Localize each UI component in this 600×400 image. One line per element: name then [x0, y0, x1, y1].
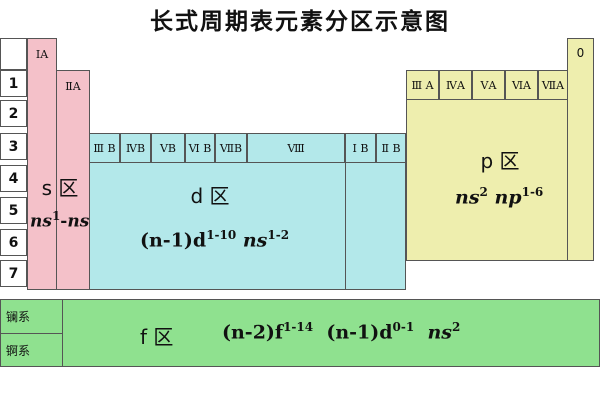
group-IIIA-label: Ⅲ A: [406, 70, 439, 100]
period-2: 2: [0, 100, 27, 127]
p-block-label: p 区: [480, 149, 520, 173]
group-IIIB-label: Ⅲ B: [89, 133, 120, 163]
diagram-title: 长式周期表元素分区示意图: [150, 9, 450, 35]
p-block-group-0: [567, 38, 594, 261]
period-4: 4: [0, 165, 27, 192]
lanthanide-label: 镧系: [6, 309, 31, 324]
d-block-label: d 区: [190, 184, 230, 208]
group-VB-label: ⅤB: [151, 133, 185, 163]
d-block-divider: [345, 133, 346, 290]
period-1: 1: [0, 70, 27, 97]
group-VIIA-label: ⅦA: [538, 70, 568, 100]
s-block-group-2: [56, 70, 90, 290]
group-IB-label: Ⅰ B: [345, 133, 376, 163]
f-block-config: (n-2)f1-14 (n-1)d0-1 ns2: [222, 320, 461, 344]
period-6: 6: [0, 229, 27, 256]
d-block-config: (n-1)d1-10 ns1-2: [140, 228, 290, 252]
s-block-config: ns1-ns2: [30, 209, 98, 232]
actinide-label: 锕系: [6, 344, 31, 358]
group-VA-label: ⅤA: [472, 70, 505, 100]
period-header-blank: [0, 38, 27, 70]
group-IIA-label: ⅡA: [65, 79, 81, 93]
f-block-divider-v: [62, 299, 63, 367]
f-block-divider-h: [0, 333, 62, 334]
group-IA-label: ⅠA: [35, 47, 49, 61]
group-VIII-label: Ⅷ: [247, 133, 345, 163]
period-3: 3: [0, 133, 27, 160]
group-VIB-label: Ⅵ B: [185, 133, 215, 163]
period-5: 5: [0, 197, 27, 224]
group-IVA-label: ⅣA: [439, 70, 472, 100]
s-block-label: s 区: [41, 176, 79, 200]
group-0-label: 0: [576, 46, 585, 60]
p-block-config: ns2 np1-6: [455, 185, 544, 209]
f-block: [0, 299, 600, 367]
group-VIIB-label: ⅦB: [215, 133, 247, 163]
s-block-group-1: [27, 38, 57, 290]
period-7: 7: [0, 260, 27, 287]
f-block-label: f 区: [140, 325, 174, 349]
group-VIA-label: ⅥA: [505, 70, 538, 100]
group-IIB-label: Ⅱ B: [376, 133, 406, 163]
group-IVB-label: ⅣB: [120, 133, 151, 163]
